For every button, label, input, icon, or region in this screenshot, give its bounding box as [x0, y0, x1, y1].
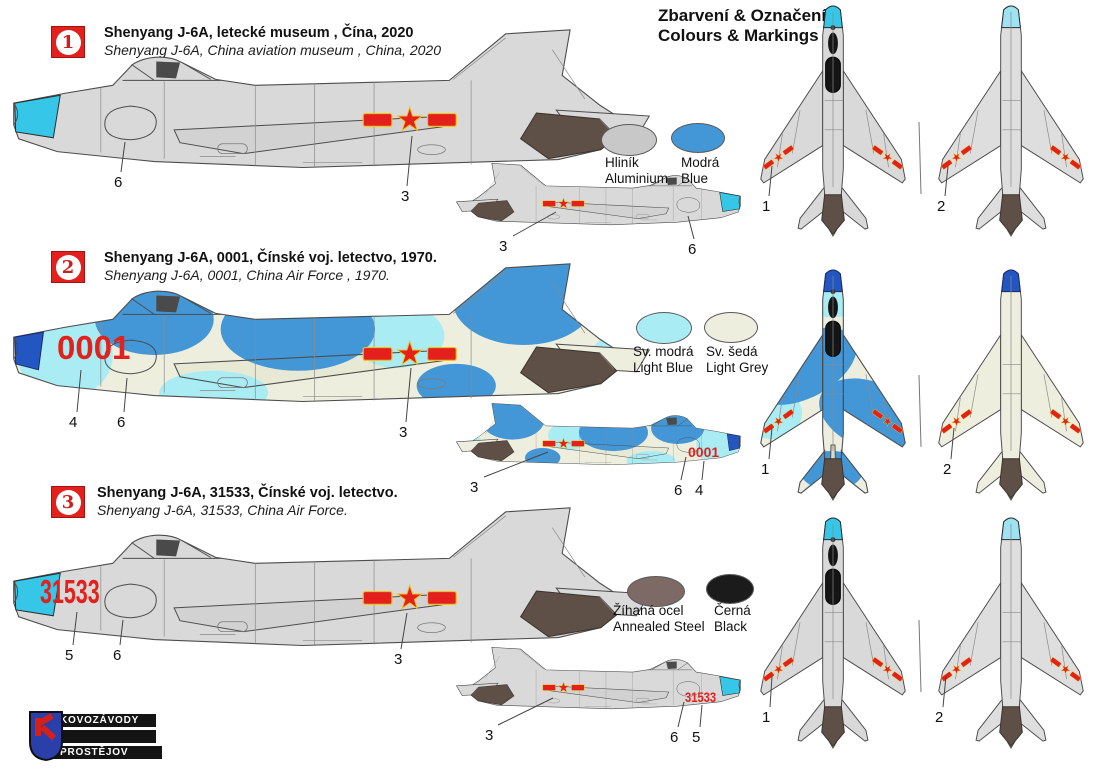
scheme3-bottom-view: [938, 517, 1084, 749]
scheme2-top-view: [760, 269, 906, 501]
scheme2-title-en: Shenyang J-6A, 0001, China Air Force , 1…: [104, 267, 390, 283]
scheme3-side-profile-right: [456, 647, 741, 710]
swatch-blue-label: Modrá Blue: [681, 155, 719, 187]
callout-6: 6: [114, 174, 123, 191]
scheme1-title: Shenyang J-6A, letecké museum , Čína, 20…: [104, 25, 441, 59]
callout-6-small: 6: [688, 241, 697, 258]
scheme2-title-cz: Shenyang J-6A, 0001, Čínské voj. letectv…: [104, 250, 437, 266]
swatch-light-blue-label: Sv. modrá Light Blue: [633, 344, 694, 376]
scheme1-number-badge: 1: [51, 26, 85, 58]
callout-4-small: 4: [695, 482, 704, 499]
scheme2-side-profile-right: [456, 403, 741, 466]
scheme1-top-view: [760, 5, 906, 237]
swatch-aluminium-label: Hliník Aluminium: [605, 155, 668, 187]
scheme3-number: 3: [61, 491, 75, 513]
logo-text-kovozavody: KOVOZÁVODY: [60, 715, 140, 726]
callout-3-small: 3: [485, 727, 494, 744]
swatch-black: [706, 574, 754, 604]
swatch-blue: [671, 123, 725, 153]
logo-bar-middle: [44, 730, 156, 743]
callout-1-top: 1: [762, 709, 771, 726]
scheme1-number: 1: [61, 31, 75, 53]
callout-6-small: 6: [670, 729, 679, 746]
swatch-black-label: Černá Black: [714, 603, 751, 635]
scheme3-title-en: Shenyang J-6A, 31533, China Air Force.: [97, 502, 348, 518]
callout-3-small: 3: [499, 238, 508, 255]
swatch-label-en: Blue: [681, 171, 709, 186]
scheme1-bottom-view: [938, 5, 1084, 237]
callout-2-bottom: 2: [935, 709, 944, 726]
scheme1-title-en: Shenyang J-6A, China aviation museum , C…: [104, 42, 441, 58]
scheme2-number-badge: 2: [51, 251, 85, 283]
callout-3: 3: [401, 188, 410, 205]
callout-3: 3: [394, 651, 403, 668]
fuselage-code-0001: 0001: [57, 329, 131, 366]
swatch-aluminium: [601, 124, 657, 156]
swatch-label-cz: Sv. modrá: [633, 344, 694, 359]
scheme3-top-view: [760, 517, 906, 749]
swatch-label-cz: Sv. šedá: [706, 344, 758, 359]
logo-text-prostejov: PROSTĚJOV: [60, 747, 129, 758]
sheet-title-en: Colours & Markings: [658, 26, 819, 45]
callout-1-top: 1: [762, 198, 771, 215]
callout-3: 3: [399, 424, 408, 441]
swatch-label-cz: Hliník: [605, 155, 639, 170]
swatch-annealed-steel-label: Žíhaná ocel Annealed Steel: [613, 603, 705, 635]
swatch-label-en: Light Blue: [633, 360, 694, 375]
swatch-label-cz: Modrá: [681, 155, 720, 170]
scheme2-number: 2: [61, 256, 75, 278]
scheme3-title-cz: Shenyang J-6A, 31533, Čínské voj. letect…: [97, 485, 398, 501]
logo-bar-top: KOVOZÁVODY: [44, 714, 156, 727]
fuselage-code-31533: 31533: [40, 573, 100, 610]
sheet-title: Zbarvení & Označení Colours & Markings: [658, 6, 826, 46]
swatch-label-en: Light Grey: [706, 360, 769, 375]
callout-5: 5: [65, 647, 74, 664]
callout-3-small: 3: [470, 479, 479, 496]
scheme3-number-badge: 3: [51, 486, 85, 518]
swatch-label-en: Black: [714, 619, 748, 634]
callout-2-bottom: 2: [937, 198, 946, 215]
callout-6-small: 6: [674, 482, 683, 499]
fuselage-code-31533-small: 31533: [685, 689, 717, 705]
swatch-light-grey: [704, 312, 758, 343]
swatch-label-cz: Černá: [714, 603, 751, 618]
callout-6: 6: [117, 414, 126, 431]
fuselage-code-0001-small: 0001: [688, 444, 720, 460]
swatch-label-en: Annealed Steel: [613, 619, 705, 634]
logo-shield-icon: [29, 711, 63, 762]
sheet-title-cz: Zbarvení & Označení: [658, 6, 827, 25]
logo-bar-bottom: PROSTĚJOV: [44, 746, 162, 759]
swatch-light-blue: [636, 312, 692, 344]
swatch-label-en: Aluminium: [605, 171, 669, 186]
scheme1-title-cz: Shenyang J-6A, letecké museum , Čína, 20…: [104, 25, 414, 41]
callout-5-small: 5: [692, 729, 701, 746]
callout-6: 6: [113, 647, 122, 664]
swatch-light-grey-label: Sv. šedá Light Grey: [706, 344, 768, 376]
swatch-label-cz: Žíhaná ocel: [613, 603, 684, 618]
scheme3-title: Shenyang J-6A, 31533, Čínské voj. letect…: [97, 485, 398, 519]
swatch-annealed-steel: [627, 576, 685, 607]
callout-2-bottom: 2: [943, 461, 952, 478]
scheme2-title: Shenyang J-6A, 0001, Čínské voj. letectv…: [104, 250, 437, 284]
callout-4: 4: [69, 414, 78, 431]
callout-1-top: 1: [761, 461, 770, 478]
